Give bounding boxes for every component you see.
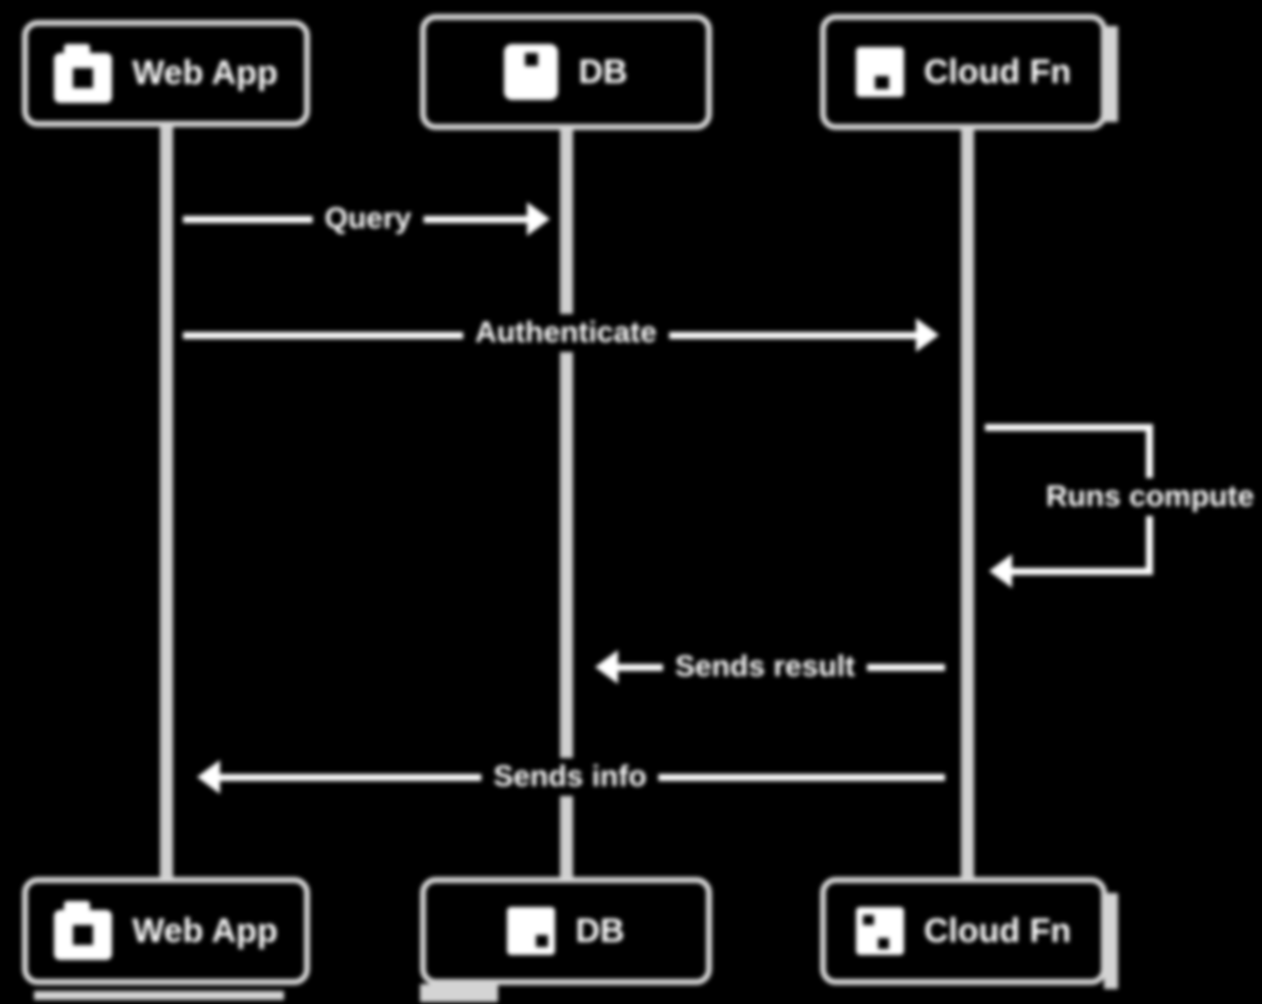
actor-box-webapp-top: Web App	[22, 20, 310, 127]
message-label-sends-info: Sends info	[481, 758, 659, 796]
function-box-icon	[855, 907, 904, 955]
actor-box-webapp-bottom: Web App	[22, 877, 310, 985]
sketch-stroke	[1104, 893, 1118, 989]
actor-label-webapp: Web App	[132, 911, 278, 950]
actor-label-db: DB	[575, 911, 625, 950]
sketch-stroke	[1104, 26, 1118, 122]
camera-app-icon	[54, 901, 113, 960]
message-label-query: Query	[312, 200, 424, 238]
actor-label-db: DB	[578, 52, 628, 91]
actor-label-webapp: Web App	[132, 54, 278, 92]
message-label-runs-compute: Runs compute	[1033, 478, 1262, 516]
disk-icon	[507, 907, 556, 955]
disk-icon	[504, 44, 559, 100]
actor-box-cloudfn-top: Cloud Fn	[820, 14, 1107, 130]
sketch-stroke	[420, 984, 498, 1002]
actor-label-cloudfn: Cloud Fn	[923, 52, 1072, 91]
arrowhead-right-icon	[527, 202, 550, 236]
arrowhead-right-icon	[916, 318, 939, 352]
lifeline-cloudfn	[961, 130, 974, 877]
sketch-stroke	[34, 991, 284, 1000]
actor-label-cloudfn: Cloud Fn	[923, 911, 1072, 950]
lifeline-webapp	[160, 127, 173, 877]
function-box-icon	[855, 47, 904, 97]
camera-app-icon	[54, 43, 113, 103]
selfloop-bottom-line	[1012, 568, 1153, 575]
message-label-authenticate: Authenticate	[463, 314, 669, 352]
arrowhead-left-icon	[197, 760, 220, 794]
actor-box-db-top: DB	[420, 14, 712, 130]
arrowhead-left-icon	[595, 650, 618, 684]
actor-box-cloudfn-bottom: Cloud Fn	[820, 877, 1107, 985]
message-label-sends-result: Sends result	[662, 648, 868, 686]
arrowhead-left-icon	[989, 554, 1012, 588]
actor-box-db-bottom: DB	[420, 877, 712, 985]
selfloop-top-line	[985, 424, 1153, 431]
